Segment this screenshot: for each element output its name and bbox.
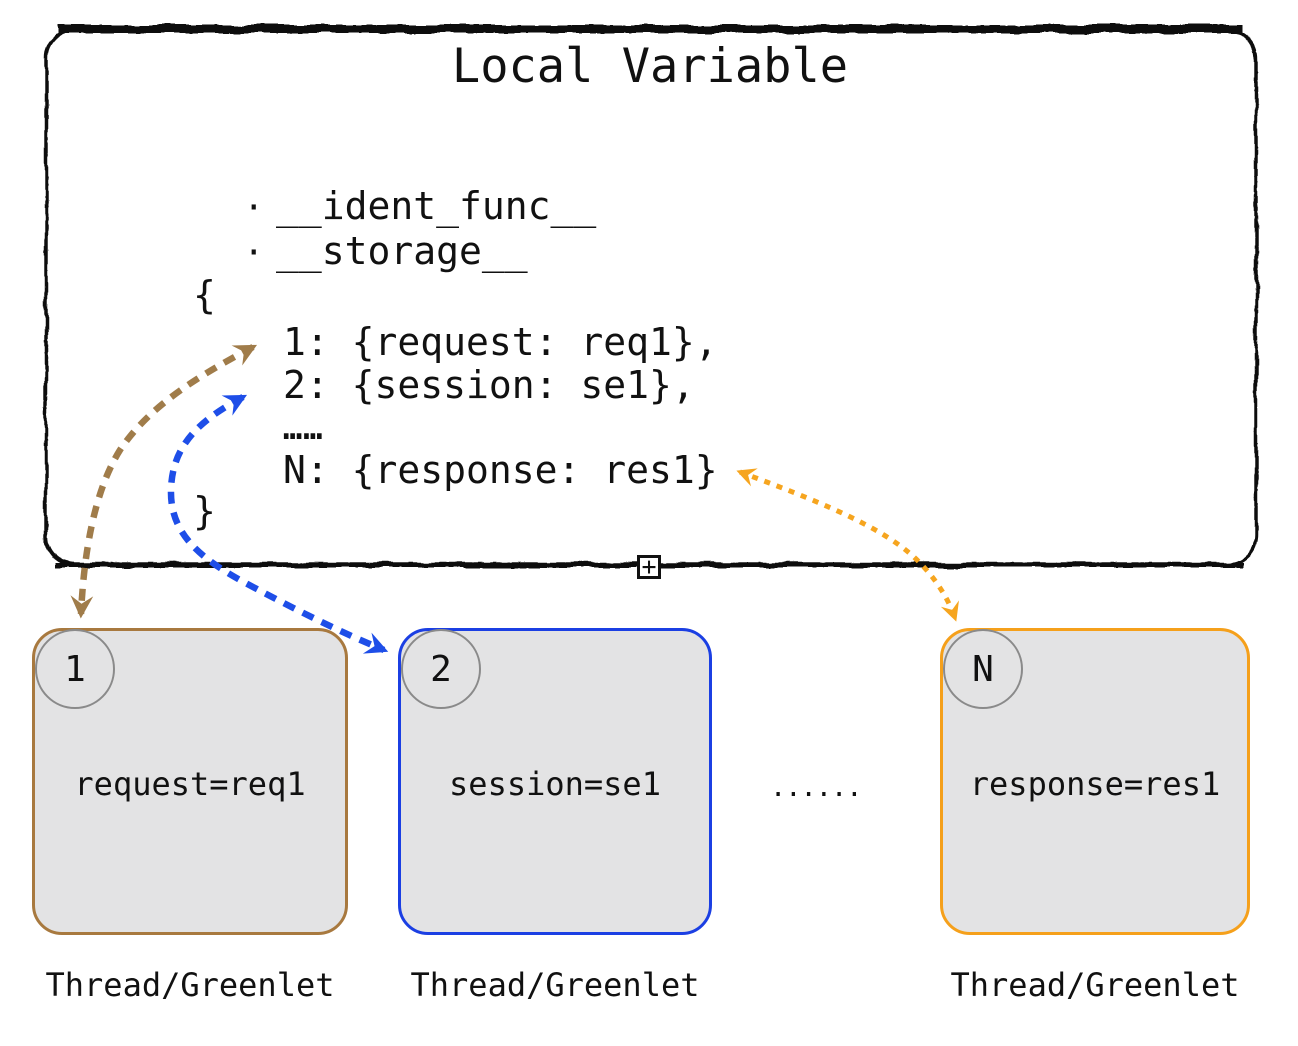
thread-2-label: Thread/Greenlet <box>410 966 700 1004</box>
thread-2-content: session=se1 <box>449 765 661 803</box>
dict-entry-1: 1: {request: req1}, <box>283 320 718 364</box>
thread-1-badge-label: 1 <box>64 648 86 690</box>
bullet-text-storage: __storage__ <box>276 229 528 273</box>
thread-1-badge: 1 <box>35 629 115 709</box>
thread-box-n: N response=res1 <box>940 628 1250 935</box>
dict-entry-n: N: {response: res1} <box>283 448 718 492</box>
thread-1-content: request=req1 <box>74 765 306 803</box>
arrow-entryN-to-threadN <box>736 468 959 622</box>
bullet-dot-icon: · <box>243 233 264 273</box>
thread-2-badge-label: 2 <box>430 648 452 690</box>
thread-2-badge: 2 <box>401 629 481 709</box>
thread-n-content: response=res1 <box>969 765 1221 803</box>
collapse-expand-handle[interactable]: + <box>637 554 661 579</box>
thread-n-badge: N <box>943 629 1023 709</box>
more-threads-ellipsis: ...... <box>770 772 863 803</box>
arrow-entry1-to-thread1 <box>70 344 258 619</box>
thread-n-badge-label: N <box>972 648 994 690</box>
dict-ellipsis: …… <box>283 409 324 447</box>
thread-box-1: 1 request=req1 <box>32 628 348 935</box>
dict-open-brace: { <box>193 273 216 317</box>
thread-n-label: Thread/Greenlet <box>950 966 1240 1004</box>
main-box-title: Local Variable <box>451 39 849 94</box>
thread-box-2: 2 session=se1 <box>398 628 712 935</box>
dict-entry-2: 2: {session: se1}, <box>283 363 695 407</box>
dict-close-brace: } <box>193 489 216 533</box>
thread-1-label: Thread/Greenlet <box>45 966 335 1004</box>
